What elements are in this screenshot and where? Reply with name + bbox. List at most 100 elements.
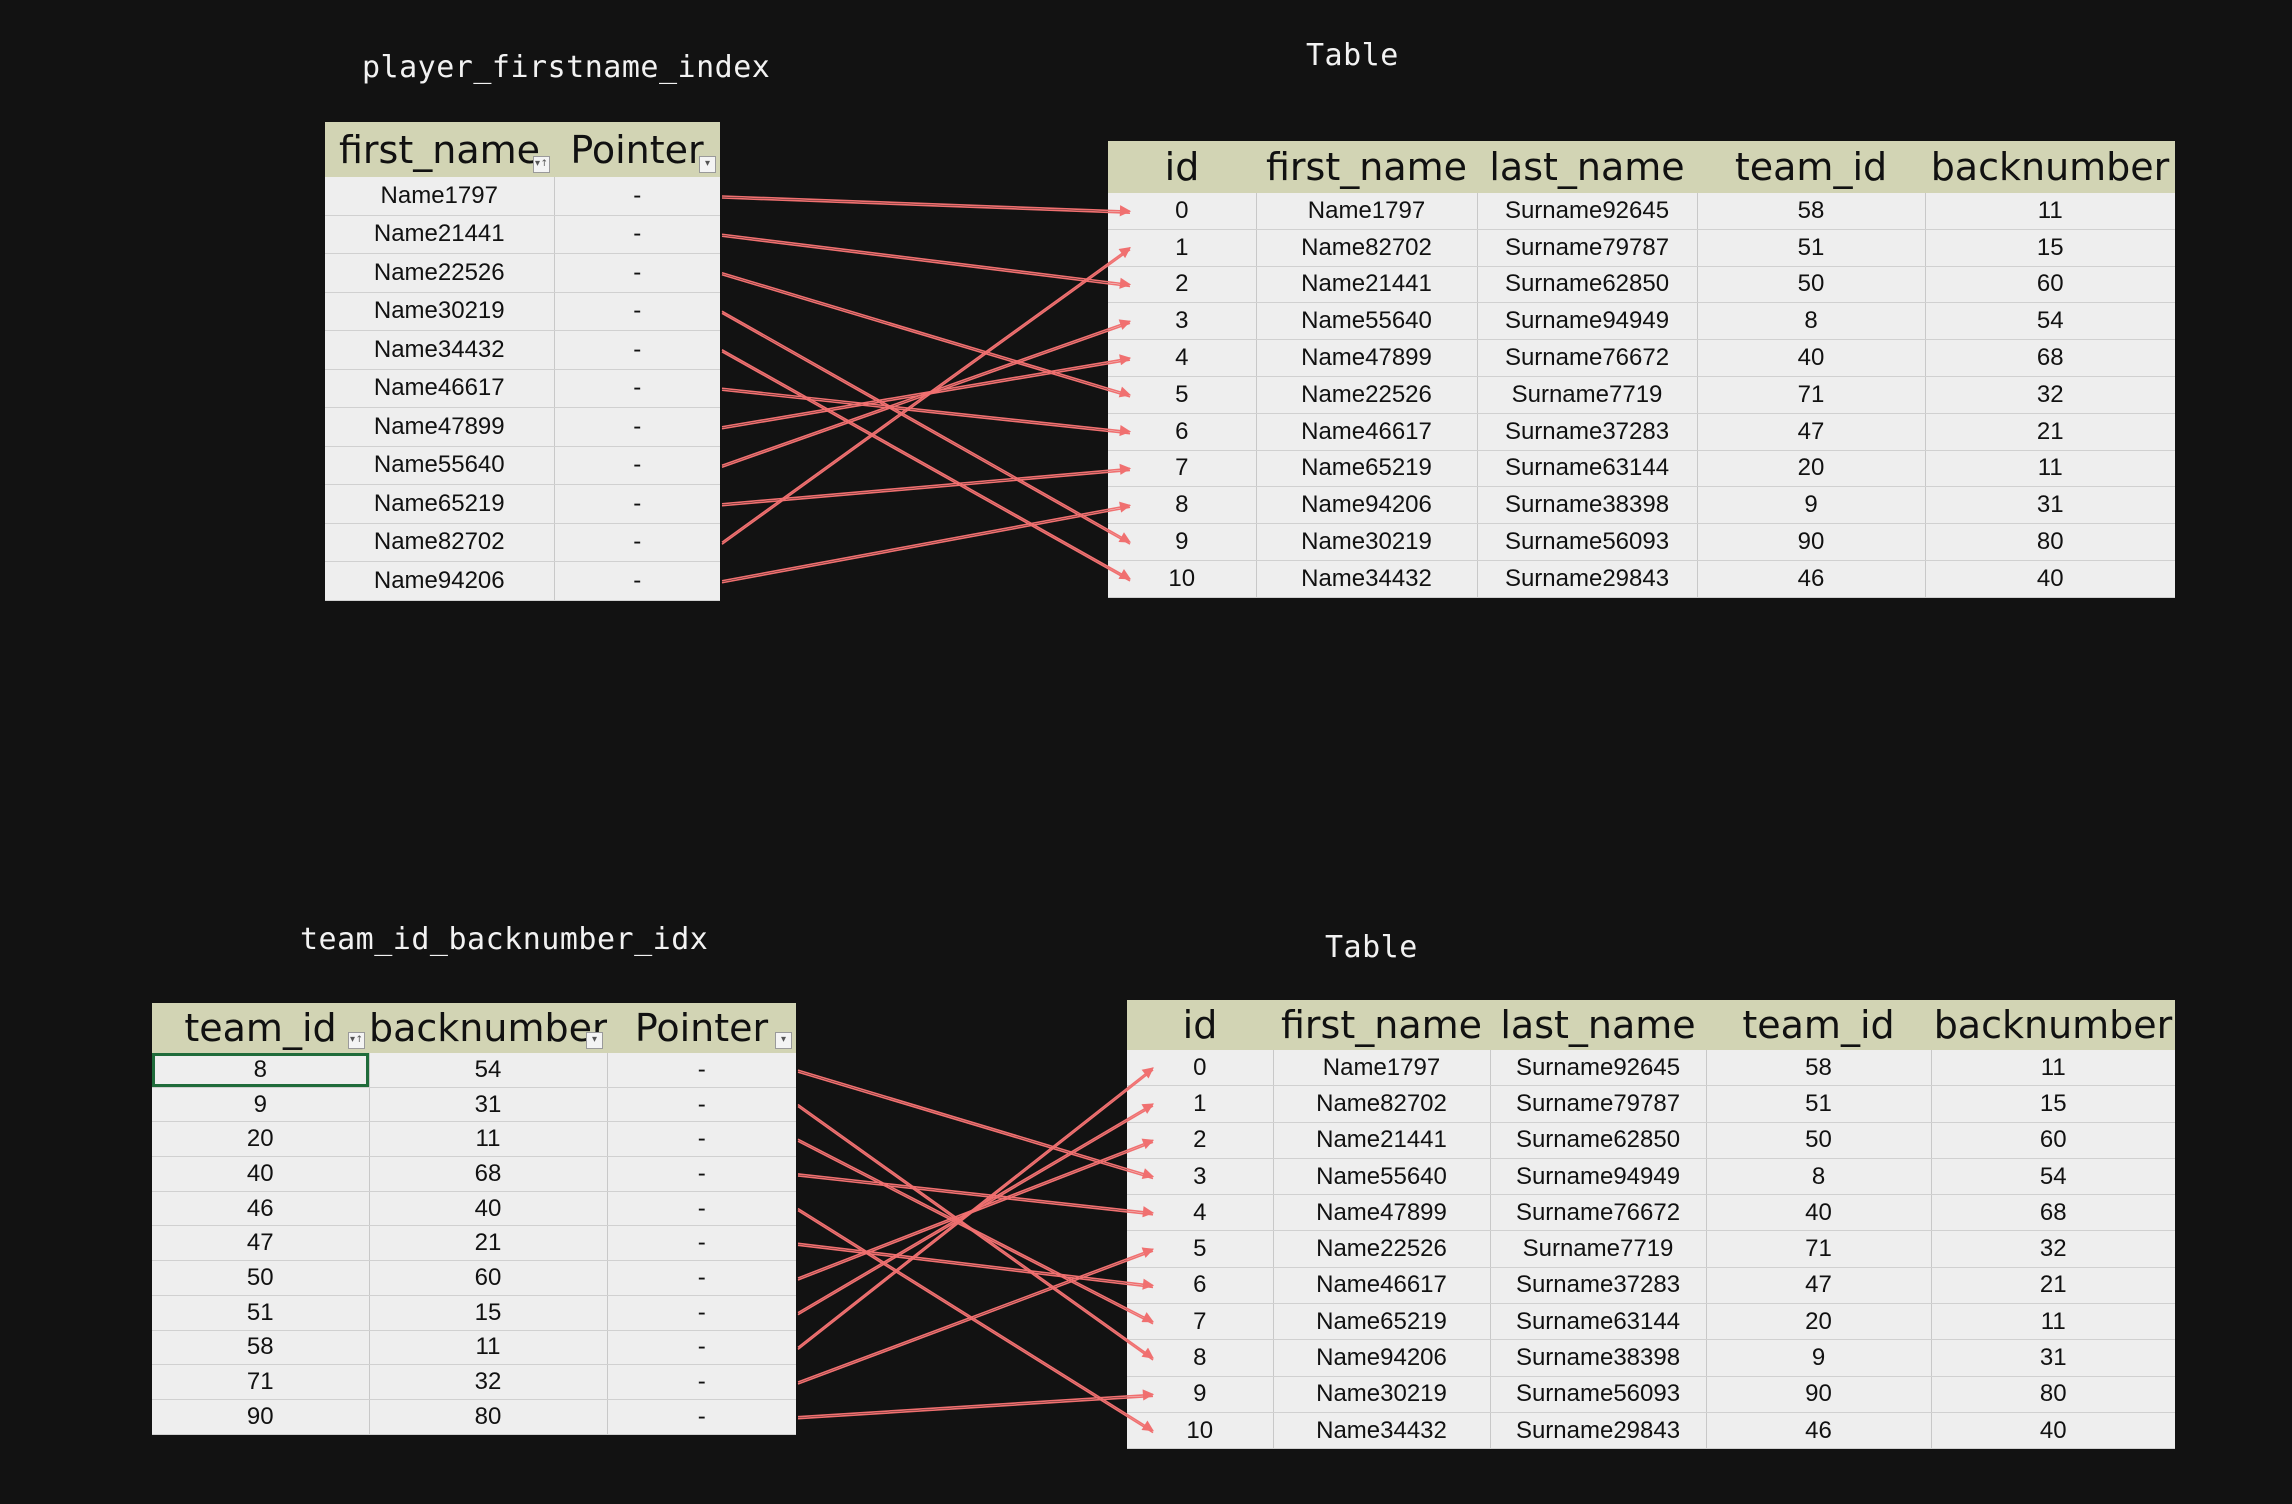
table-cell[interactable]: Name22526 bbox=[1256, 376, 1478, 414]
table-cell[interactable]: Name46617 bbox=[1273, 1267, 1491, 1305]
table-cell[interactable]: 0 bbox=[1108, 193, 1257, 230]
table-cell[interactable]: Name65219 bbox=[1256, 450, 1478, 488]
table-cell[interactable]: Surname76672 bbox=[1490, 1194, 1707, 1232]
table-cell[interactable]: 2 bbox=[1108, 266, 1257, 304]
table-cell[interactable]: - bbox=[607, 1087, 796, 1123]
table-cell[interactable]: 15 bbox=[1931, 1085, 2175, 1123]
table-cell[interactable]: 58 bbox=[1697, 193, 1926, 230]
table-cell[interactable]: 9 bbox=[1127, 1376, 1274, 1413]
table-cell[interactable]: 47 bbox=[1697, 413, 1926, 451]
table-cell[interactable]: 71 bbox=[1697, 376, 1926, 414]
table-cell[interactable]: Surname94949 bbox=[1477, 302, 1698, 341]
table-cell[interactable]: 31 bbox=[1925, 486, 2175, 525]
table-cell[interactable]: 50 bbox=[152, 1260, 370, 1296]
table-cell[interactable]: Surname92645 bbox=[1477, 193, 1698, 230]
table-cell[interactable]: 32 bbox=[1931, 1230, 2175, 1268]
table-cell[interactable]: 90 bbox=[152, 1399, 370, 1435]
table-cell[interactable]: 68 bbox=[369, 1156, 608, 1192]
table-cell[interactable]: Name65219 bbox=[325, 484, 555, 524]
table-cell[interactable]: - bbox=[607, 1225, 796, 1262]
table-cell[interactable]: 46 bbox=[152, 1191, 370, 1227]
table-cell[interactable]: 5 bbox=[1127, 1230, 1274, 1268]
table-cell[interactable]: 2 bbox=[1127, 1122, 1274, 1159]
table-cell[interactable]: 11 bbox=[1931, 1303, 2175, 1341]
table-cell[interactable]: Name82702 bbox=[1256, 229, 1478, 267]
table-cell[interactable]: Surname92645 bbox=[1490, 1050, 1707, 1087]
table-cell[interactable]: Name82702 bbox=[325, 523, 555, 562]
table-cell[interactable]: 60 bbox=[369, 1260, 608, 1296]
table-cell[interactable]: 58 bbox=[1706, 1050, 1932, 1087]
table-cell[interactable]: 51 bbox=[1697, 229, 1926, 267]
table-cell[interactable]: Name21441 bbox=[1256, 266, 1478, 304]
table-cell[interactable]: - bbox=[554, 177, 720, 216]
table-cell[interactable]: 90 bbox=[1706, 1376, 1932, 1413]
table-cell[interactable]: 46 bbox=[1706, 1412, 1932, 1450]
table-cell[interactable]: Name34432 bbox=[1256, 560, 1478, 598]
table-cell[interactable]: Name46617 bbox=[325, 369, 555, 408]
table-cell[interactable]: - bbox=[554, 407, 720, 447]
table-cell[interactable]: 20 bbox=[152, 1121, 370, 1158]
table-cell[interactable]: Surname94949 bbox=[1490, 1158, 1707, 1196]
table-cell[interactable]: - bbox=[607, 1053, 796, 1088]
table-cell[interactable]: 6 bbox=[1108, 413, 1257, 451]
table-cell[interactable]: 71 bbox=[152, 1364, 370, 1400]
table-cell[interactable]: Surname62850 bbox=[1490, 1122, 1707, 1159]
table-cell[interactable]: 9 bbox=[1108, 523, 1257, 561]
filter-sort-icon[interactable] bbox=[533, 156, 550, 173]
table-cell[interactable]: Name94206 bbox=[325, 561, 555, 601]
table-cell[interactable]: Name47899 bbox=[325, 407, 555, 447]
table-cell[interactable]: Name47899 bbox=[1256, 339, 1478, 377]
table-cell[interactable]: 11 bbox=[1931, 1050, 2175, 1087]
table-cell[interactable]: 5 bbox=[1108, 376, 1257, 414]
table-cell[interactable]: 40 bbox=[1706, 1194, 1932, 1232]
table-cell[interactable]: 21 bbox=[1931, 1267, 2175, 1305]
table-cell[interactable]: Name46617 bbox=[1256, 413, 1478, 451]
table-cell[interactable]: 21 bbox=[1925, 413, 2175, 451]
table-cell[interactable]: - bbox=[554, 253, 720, 293]
table-cell[interactable]: - bbox=[554, 330, 720, 370]
table-cell[interactable]: 47 bbox=[152, 1225, 370, 1262]
table-cell[interactable]: - bbox=[554, 446, 720, 485]
table-cell[interactable]: 9 bbox=[1697, 486, 1926, 525]
table-cell[interactable]: Name1797 bbox=[1273, 1050, 1491, 1087]
table-cell[interactable]: 7 bbox=[1127, 1303, 1274, 1341]
table-cell[interactable]: Surname63144 bbox=[1477, 450, 1698, 488]
table-cell[interactable]: 8 bbox=[1127, 1339, 1274, 1377]
table-cell[interactable]: Surname7719 bbox=[1490, 1230, 1707, 1268]
table-cell[interactable]: 15 bbox=[1925, 229, 2175, 267]
table-cell[interactable]: 32 bbox=[369, 1364, 608, 1400]
table-cell[interactable]: Surname76672 bbox=[1477, 339, 1698, 377]
filter-sort-icon[interactable] bbox=[348, 1032, 365, 1049]
table-cell[interactable]: 40 bbox=[152, 1156, 370, 1192]
table-cell[interactable]: Name21441 bbox=[325, 215, 555, 254]
table-cell[interactable]: 6 bbox=[1127, 1267, 1274, 1305]
table-cell[interactable]: - bbox=[607, 1399, 796, 1435]
table-cell[interactable]: 50 bbox=[1706, 1122, 1932, 1159]
table-cell[interactable]: - bbox=[607, 1330, 796, 1366]
table-cell[interactable]: 32 bbox=[1925, 376, 2175, 414]
table-cell[interactable]: Surname79787 bbox=[1490, 1085, 1707, 1123]
table-cell[interactable]: 9 bbox=[1706, 1339, 1932, 1377]
table-cell[interactable]: 40 bbox=[1931, 1412, 2175, 1450]
table-cell[interactable]: Name30219 bbox=[325, 292, 555, 331]
table-cell[interactable]: - bbox=[554, 523, 720, 562]
table-cell[interactable]: 54 bbox=[1931, 1158, 2175, 1196]
table-cell[interactable]: 60 bbox=[1931, 1122, 2175, 1159]
table-cell[interactable]: - bbox=[607, 1156, 796, 1192]
table-cell[interactable]: 4 bbox=[1127, 1194, 1274, 1232]
table-cell[interactable]: 7 bbox=[1108, 450, 1257, 488]
table-cell[interactable]: 90 bbox=[1697, 523, 1926, 561]
table-cell[interactable]: 3 bbox=[1127, 1158, 1274, 1196]
table-cell[interactable]: 1 bbox=[1127, 1085, 1274, 1123]
table-cell[interactable]: 4 bbox=[1108, 339, 1257, 377]
table-cell[interactable]: 10 bbox=[1127, 1412, 1274, 1450]
table-cell[interactable]: 68 bbox=[1925, 339, 2175, 377]
table-cell[interactable]: 0 bbox=[1127, 1050, 1274, 1087]
table-cell[interactable]: 54 bbox=[369, 1053, 608, 1088]
table-cell[interactable]: 8 bbox=[152, 1053, 370, 1088]
table-cell[interactable]: 31 bbox=[1931, 1339, 2175, 1377]
table-cell[interactable]: 46 bbox=[1697, 560, 1926, 598]
table-cell[interactable]: Surname29843 bbox=[1490, 1412, 1707, 1450]
table-cell[interactable]: 10 bbox=[1108, 560, 1257, 598]
filter-dropdown-icon[interactable] bbox=[586, 1032, 603, 1049]
